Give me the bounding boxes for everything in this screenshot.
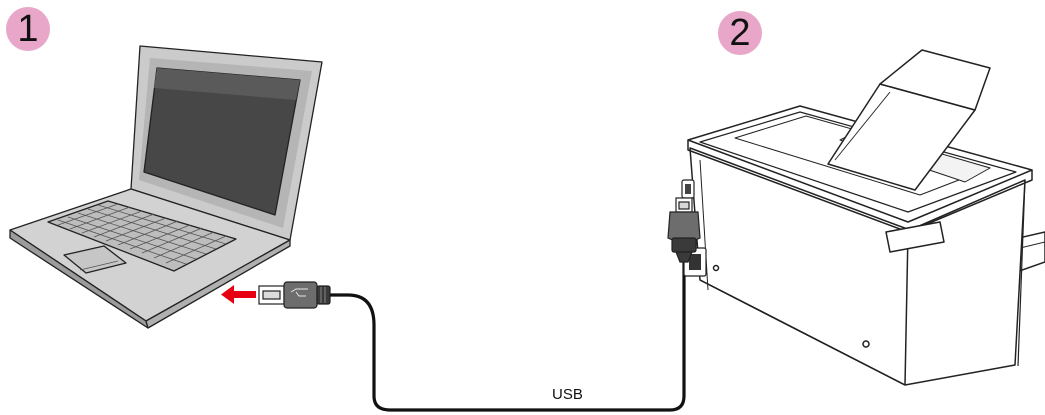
usb-cable-label: USB [552, 386, 583, 403]
usb-plug-icon [259, 282, 330, 308]
step-2-badge: 2 [718, 11, 762, 55]
usb-cable [330, 262, 684, 410]
insert-arrow-icon [221, 285, 256, 304]
step-1-badge: 1 [6, 7, 50, 51]
step-2-number: 2 [729, 14, 750, 52]
step-1-number: 1 [17, 10, 38, 48]
printer-icon [682, 50, 1045, 385]
